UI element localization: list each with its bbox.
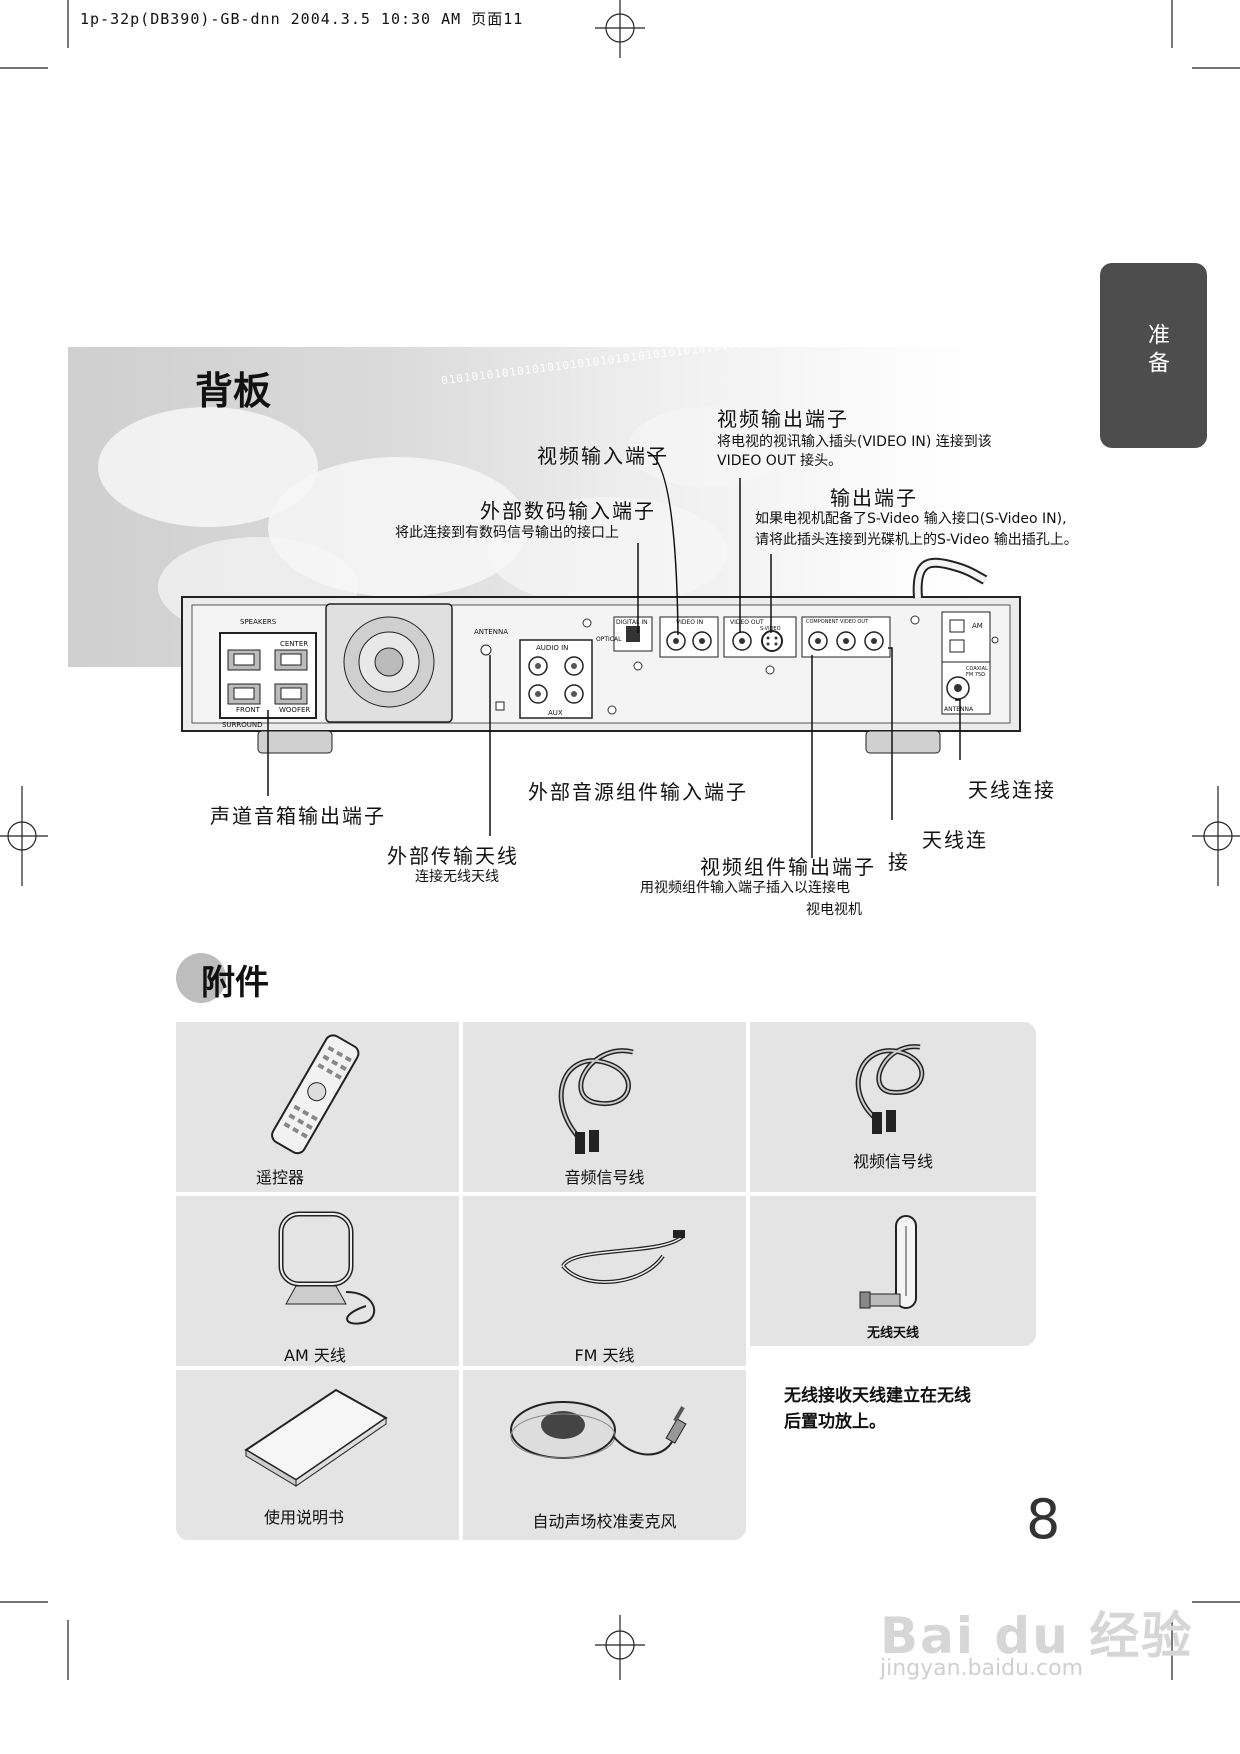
accessory-name: 音频信号线 — [564, 1168, 645, 1187]
label-wireless-antenna: 外部传输天线 — [387, 844, 519, 868]
device-label-digital-in: DIGITAL IN — [616, 619, 648, 626]
wireless-antenna-note: 无线接收天线建立在无线 后置功放上。 — [784, 1383, 971, 1435]
device-label-am: AM — [972, 622, 983, 630]
print-header: 1p-32p(DB390)-GB-dnn 2004.3.5 10:30 AM 页… — [80, 10, 524, 28]
label-aux-in: 外部音源组件输入端子 — [528, 780, 748, 804]
wireless-antenna-port — [480, 644, 492, 656]
label-video-in: 视频输入端子 — [537, 444, 669, 468]
label-component-out: 视频组件输出端子 — [700, 855, 876, 879]
device-label-video-out: VIDEO OUT — [730, 619, 764, 626]
accessory-audio-cable: 音频信号线 — [463, 1022, 746, 1192]
label-svideo-out: 输出端子 — [830, 486, 918, 510]
accessory-video-cable: 视频信号线 — [750, 1022, 1036, 1192]
accessory-wireless-antenna: 无线天线 — [750, 1196, 1036, 1346]
remote-control-icon — [271, 1034, 360, 1155]
label-digital-in: 外部数码输入端子 — [480, 499, 656, 523]
label-component-out-desc-2: 视电视机 — [806, 902, 862, 918]
label-am-antenna-b: 接 — [888, 850, 910, 874]
device-label-antenna: ANTENNA — [474, 628, 508, 636]
fm-antenna-icon — [561, 1230, 685, 1284]
device-label-woofer: WOOFER — [279, 706, 311, 714]
accessory-fm-antenna: FM 天线 — [463, 1196, 746, 1366]
page-number: 8 — [1026, 1488, 1061, 1551]
label-digital-in-desc: 将此连接到有数码信号输出的接口上 — [395, 525, 619, 541]
rear-panel-title: 背板 — [195, 368, 272, 413]
accessory-am-antenna: AM 天线 — [176, 1196, 459, 1366]
side-tab-label: 准备 — [1144, 323, 1169, 379]
audio-cable-icon — [558, 1048, 634, 1154]
accessory-name: 自动声场校准麦克风 — [532, 1512, 677, 1531]
device-label-front: FRONT — [236, 706, 260, 714]
watermark-brand: Bai du 经验 — [880, 1607, 1194, 1665]
watermark-url: jingyan.baidu.com — [880, 1656, 1084, 1681]
side-tab: 准备 — [1100, 263, 1207, 448]
label-am-antenna-a: 天线连 — [922, 828, 988, 852]
note-line-2: 后置功放上。 — [784, 1412, 886, 1432]
device-label-aux: AUX — [548, 709, 563, 717]
label-component-out-desc-1: 用视频组件输入端子插入以连接电 — [640, 880, 850, 896]
accessories-title: 附件 — [201, 963, 269, 1003]
device-label-antenna-bottom: ANTENNA — [944, 706, 974, 713]
label-svideo-desc-1: 如果电视机配备了S-Video 输入接口(S-Video IN), — [755, 511, 1067, 527]
device-label-coaxial-fm: COAXIAL FM 75Ω — [966, 666, 988, 678]
label-wireless-antenna-desc: 连接无线天线 — [415, 869, 499, 885]
device-label-video-in: VIDEO IN — [676, 619, 704, 626]
accessories-title-bullet — [176, 953, 226, 1003]
label-video-out: 视频输出端子 — [717, 407, 849, 431]
aux-audio-in-block — [519, 639, 593, 719]
device-label-center: CENTER — [280, 640, 309, 648]
accessory-name: 无线天线 — [866, 1326, 919, 1341]
accessory-name: 遥控器 — [256, 1168, 305, 1187]
accessory-remote-control: 遥控器 — [176, 1022, 459, 1192]
accessory-name: 使用说明书 — [264, 1508, 345, 1527]
device-label-optical: OPTICAL — [596, 636, 622, 643]
device-label-component-video-out: COMPONENT VIDEO OUT — [806, 619, 869, 625]
accessory-user-manual: 使用说明书 — [176, 1370, 459, 1540]
label-fm-antenna: 天线连接 — [968, 778, 1056, 802]
device-label-audio-in: AUDIO IN — [536, 644, 569, 652]
label-video-out-desc-1: 将电视的视讯输入插头(VIDEO IN) 连接到该 — [717, 434, 992, 450]
accessory-name: 视频信号线 — [852, 1152, 933, 1171]
accessory-microphone: 自动声场校准麦克风 — [463, 1370, 746, 1540]
label-speaker-out: 声道音箱输出端子 — [210, 804, 386, 828]
device-label-surround: SURROUND — [222, 721, 263, 729]
accessory-name: FM 天线 — [574, 1346, 635, 1365]
microphone-icon — [510, 1401, 687, 1459]
accessory-name: AM 天线 — [284, 1346, 346, 1365]
user-manual-icon — [244, 1388, 388, 1487]
wireless-antenna-icon — [859, 1215, 917, 1309]
video-cable-icon — [855, 1044, 925, 1134]
note-line-1: 无线接收天线建立在无线 — [784, 1386, 971, 1406]
label-video-out-desc-2: VIDEO OUT 接头。 — [717, 453, 843, 469]
device-label-speakers: SPEAKERS — [240, 618, 277, 626]
label-svideo-desc-2: 请将此插头连接到光碟机上的S-Video 输出插孔上。 — [755, 532, 1078, 548]
am-antenna-icon — [278, 1211, 376, 1325]
